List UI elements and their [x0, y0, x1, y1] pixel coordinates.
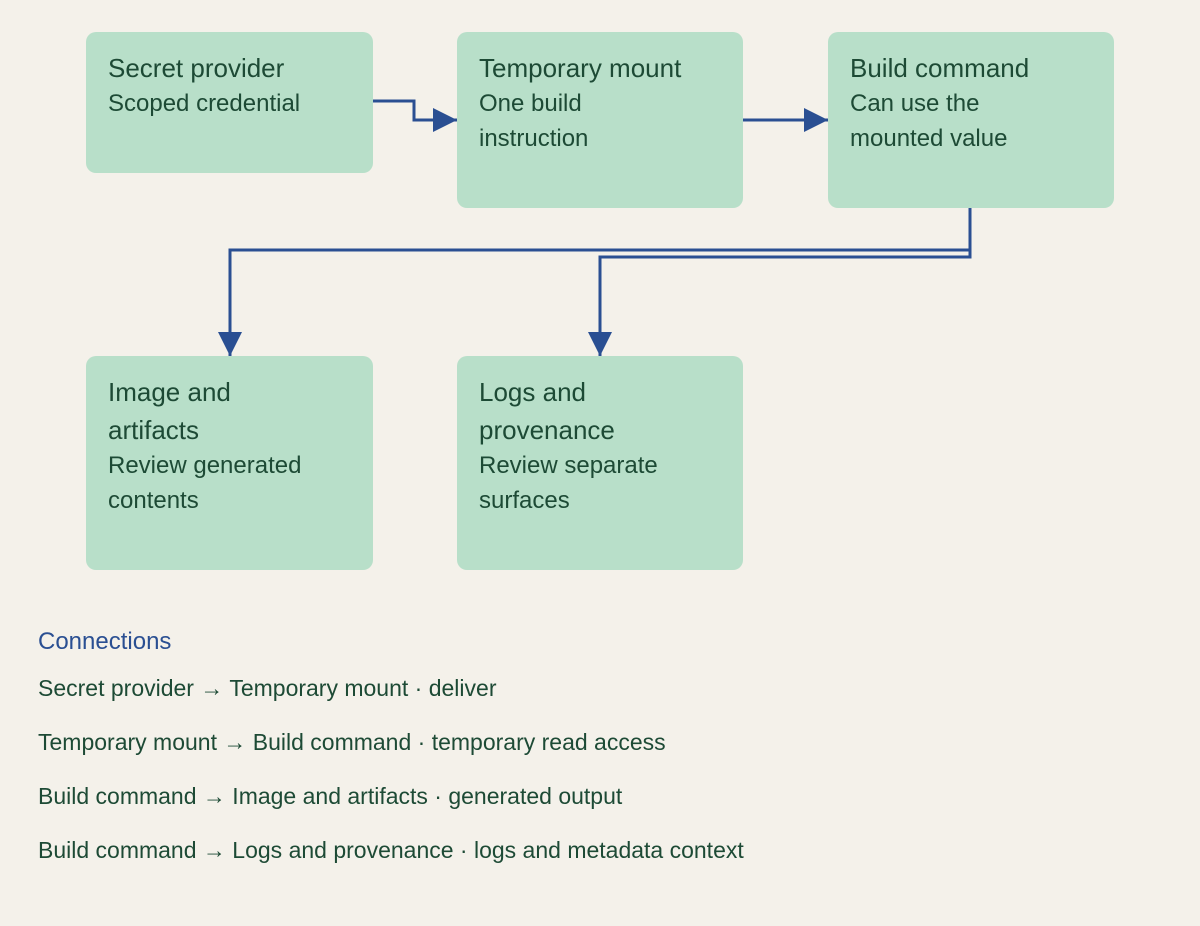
node-subtitle: Can use the mounted value	[850, 90, 1008, 152]
connection-item: Build command → Image and artifacts · ge…	[38, 783, 623, 809]
node-secret-provider: Secret provider Scoped credential	[86, 32, 373, 173]
arrowhead-mount-to-build	[804, 108, 828, 132]
arrowhead-secret-to-mount	[433, 108, 457, 132]
node-temporary-mount: Temporary mount One build instruction	[457, 32, 743, 208]
connections-heading: Connections	[38, 628, 172, 655]
connection-item: Temporary mount → Build command · tempor…	[38, 729, 666, 755]
node-subtitle: Scoped credential	[108, 90, 301, 117]
node-title: Image and artifacts	[108, 377, 231, 445]
connection-item: Secret provider → Temporary mount · deli…	[38, 675, 497, 701]
connections-list: Connections Secret provider → Temporary …	[38, 624, 744, 890]
node-title: Temporary mount	[479, 53, 682, 83]
node-subtitle: Review generated contents	[108, 452, 302, 514]
node-image-artifacts: Image and artifacts Review generated con…	[86, 356, 373, 570]
connection-item: Build command → Logs and provenance · lo…	[38, 837, 744, 863]
edge-build-to-logs	[598, 208, 972, 356]
node-build-command: Build command Can use the mounted value	[828, 32, 1114, 208]
node-title: Logs and provenance	[479, 377, 615, 445]
node-title: Secret provider	[108, 53, 285, 83]
node-title: Build command	[850, 53, 1030, 83]
node-subtitle: One build instruction	[479, 90, 589, 152]
arrowhead-build-to-logs	[588, 332, 612, 356]
arrowhead-build-to-image	[218, 332, 242, 356]
node-subtitle: Review separate surfaces	[479, 452, 658, 514]
node-logs-provenance: Logs and provenance Review separate surf…	[457, 356, 743, 570]
